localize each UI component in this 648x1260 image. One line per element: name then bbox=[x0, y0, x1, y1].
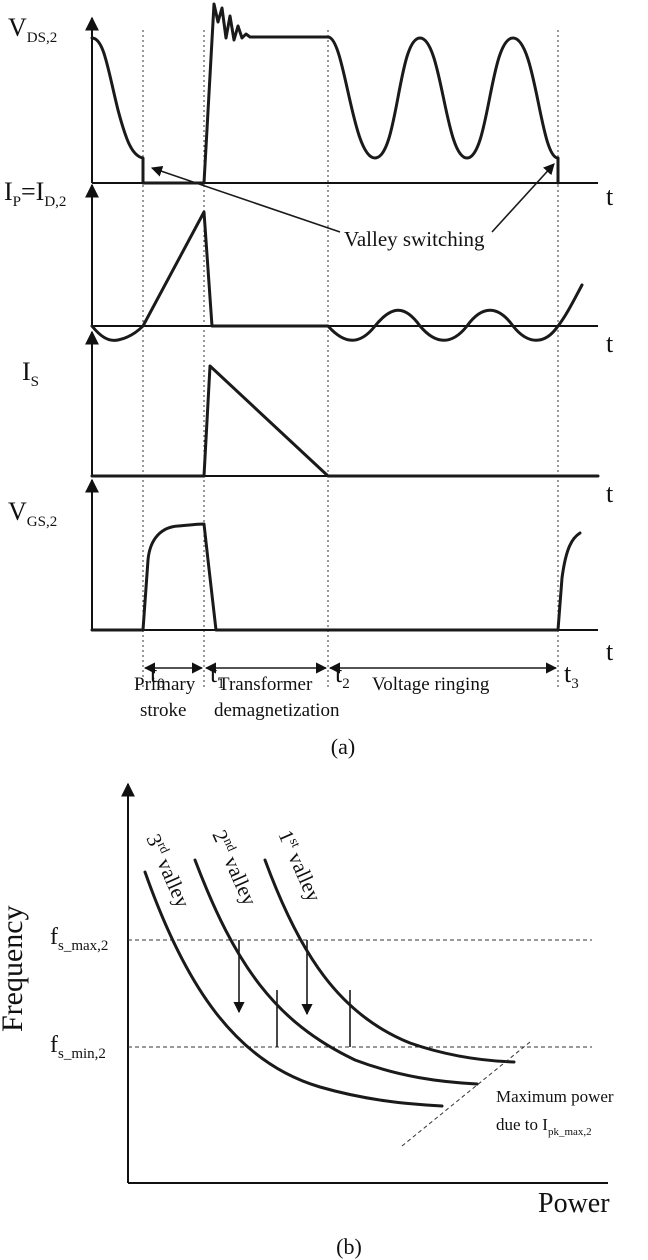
valley-arrow-right bbox=[491, 163, 555, 233]
caption-a: (a) bbox=[331, 734, 355, 759]
figure-a: VDS,2 t IP=ID,2 t Valley switching IS t bbox=[4, 2, 614, 759]
vds-label: VDS,2 bbox=[8, 13, 57, 46]
vgs-t-label: t bbox=[606, 637, 614, 666]
t2-label: t2 bbox=[335, 659, 350, 692]
curve-3rd-valley bbox=[143, 870, 444, 1108]
vgs-waveform bbox=[90, 522, 582, 632]
frequency-label: Frequency bbox=[0, 905, 29, 1032]
valley-arrow-left bbox=[150, 165, 341, 233]
power-label: Power bbox=[538, 1188, 610, 1219]
vgs-label: VGS,2 bbox=[8, 497, 57, 530]
vds-panel: VDS,2 t bbox=[8, 2, 614, 211]
label-2nd-valley: 2nd valley bbox=[207, 826, 263, 910]
limit-label-line2: due to Ipk_max,2 bbox=[496, 1115, 592, 1138]
valley-switching-label: Valley switching bbox=[344, 227, 485, 251]
is-waveform bbox=[90, 364, 600, 478]
valley-switching-annotation: Valley switching bbox=[150, 163, 555, 251]
ip-waveform bbox=[90, 210, 584, 342]
vgs-panel: VGS,2 t bbox=[8, 478, 614, 666]
ip-t-label: t bbox=[606, 329, 614, 358]
is-panel: IS t bbox=[22, 330, 614, 508]
label-1st-valley: 1st valley bbox=[273, 826, 327, 906]
caption-b: (b) bbox=[336, 1234, 362, 1259]
figure-b: Frequency Power fs_max,2 fs_min,2 3rd va… bbox=[0, 782, 614, 1259]
curve-2nd-valley bbox=[193, 858, 479, 1086]
interval-transformer-line2: demagnetization bbox=[214, 700, 340, 721]
interval-transformer-line1: Transformer bbox=[218, 674, 313, 695]
is-label: IS bbox=[22, 357, 39, 390]
vds-t-label: t bbox=[606, 182, 614, 211]
t3-label: t3 bbox=[564, 659, 579, 692]
label-3rd-valley: 3rd valley bbox=[141, 830, 196, 912]
fs-max-label: fs_max,2 bbox=[50, 924, 108, 954]
vds-waveform bbox=[90, 2, 560, 185]
ip-label: IP=ID,2 bbox=[4, 177, 66, 210]
limit-label-line1: Maximum power bbox=[496, 1087, 614, 1106]
ip-panel: IP=ID,2 t bbox=[4, 177, 614, 358]
curve-1st-valley bbox=[263, 858, 516, 1064]
interval-ringing-line1: Voltage ringing bbox=[372, 674, 490, 695]
interval-primary-line1: Primary bbox=[134, 674, 196, 695]
interval-primary-line2: stroke bbox=[140, 700, 186, 721]
fs-min-label: fs_min,2 bbox=[50, 1032, 106, 1062]
is-t-label: t bbox=[606, 479, 614, 508]
